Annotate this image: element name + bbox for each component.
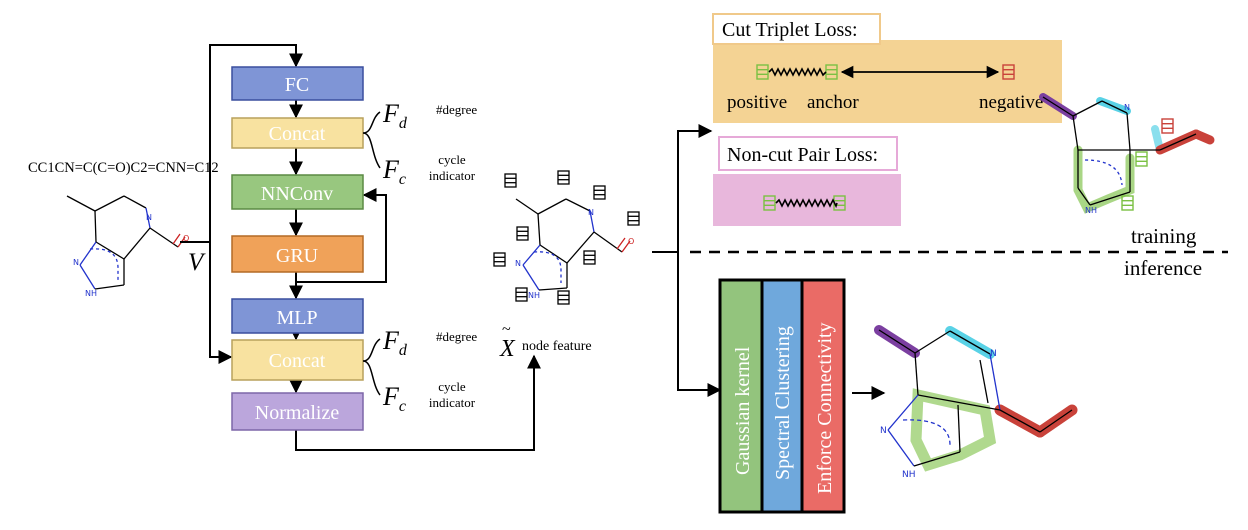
cut-triplet-title-box [712, 13, 881, 45]
fc-symbol-1: Fc [382, 155, 406, 188]
node-feature-symbol: X [499, 336, 516, 362]
smiles-label: CC1CN=C(C=O)C2=CNN=C12 [28, 160, 219, 176]
negative-label: negative [979, 92, 1043, 113]
concat-block-2 [231, 339, 364, 381]
noncut-spring [775, 198, 838, 209]
training-molecule-vectors [1121, 118, 1174, 211]
feature-bracket-1 [362, 111, 381, 169]
spectral-clustering-label: Spectral Clustering [772, 326, 794, 480]
node-feature-tilde: ~ [502, 321, 511, 338]
cut-triplet-panel [713, 40, 1062, 123]
cut-triplet-title: Cut Triplet Loss: [722, 19, 858, 41]
concat-label-1: Concat [269, 123, 326, 145]
atom-n-4: N [515, 259, 521, 268]
normalize-label: Normalize [255, 402, 340, 424]
positive-anchor-spring [768, 67, 827, 77]
inference-label: inference [1124, 256, 1202, 280]
mlp-block [231, 298, 364, 334]
concat-block-1 [231, 117, 364, 149]
branch-connectors [652, 124, 722, 397]
noncut-vector-1 [763, 195, 776, 211]
fd-note-1: #degree [436, 102, 477, 117]
atom-nh-3: NH [1085, 206, 1097, 215]
network-connectors [180, 44, 541, 451]
atom-o-1: O [183, 234, 189, 243]
fc-block [231, 66, 364, 101]
atom-n-1: N [146, 213, 152, 222]
input-v-label: V [188, 249, 206, 276]
atom-n-6: N [990, 349, 997, 359]
noncut-pair-panel [713, 174, 901, 226]
noncut-pair-title-box [718, 136, 898, 171]
atom-o-2: O [628, 237, 634, 246]
noncut-pair-title: Non-cut Pair Loss: [727, 144, 878, 166]
positive-label: positive [727, 92, 787, 113]
negative-vector [1002, 64, 1015, 80]
nnconv-block [231, 174, 364, 210]
inference-pipeline [718, 278, 846, 514]
node-feature-label: node feature [522, 339, 592, 354]
atom-n-7: N [880, 426, 887, 436]
concat-label-2: Concat [269, 350, 326, 372]
fc-label: FC [285, 74, 309, 96]
atom-n-3: N [588, 208, 594, 217]
atom-nh-1: NH [85, 289, 97, 298]
inference-segmented-molecule [874, 325, 1078, 472]
gru-block [231, 235, 364, 273]
positive-vector [756, 64, 769, 80]
fc-note-2b: indicator [429, 395, 476, 410]
gru-label: GRU [276, 245, 319, 267]
enforce-connectivity-label: Enforce Connectivity [814, 322, 836, 494]
fc-note-2a: cycle [438, 379, 466, 394]
feature-bracket-2 [362, 338, 381, 396]
fd-note-2: #degree [436, 329, 477, 344]
fc-note-1a: cycle [438, 152, 466, 167]
fc-note-1b: indicator [429, 168, 476, 183]
atom-nh-2: NH [528, 291, 540, 300]
input-molecule [66, 195, 186, 290]
atom-n-5: N [1124, 103, 1130, 112]
mlp-label: MLP [276, 307, 317, 329]
nnconv-label: NNConv [261, 183, 333, 205]
fd-symbol-2: Fd [382, 326, 408, 359]
fd-symbol-1: Fd [382, 99, 408, 132]
fc-symbol-2: Fc [382, 382, 406, 415]
atom-n-2: N [73, 258, 79, 267]
gaussian-kernel-label: Gaussian kernel [732, 346, 754, 475]
inference-molecule-bonds [878, 329, 1073, 467]
atom-nh-4: NH [902, 470, 916, 480]
training-label: training [1131, 224, 1197, 248]
normalize-block [231, 392, 364, 431]
featured-molecule [515, 198, 631, 291]
training-molecule-bonds [1042, 96, 1197, 206]
anchor-label: anchor [807, 92, 859, 113]
